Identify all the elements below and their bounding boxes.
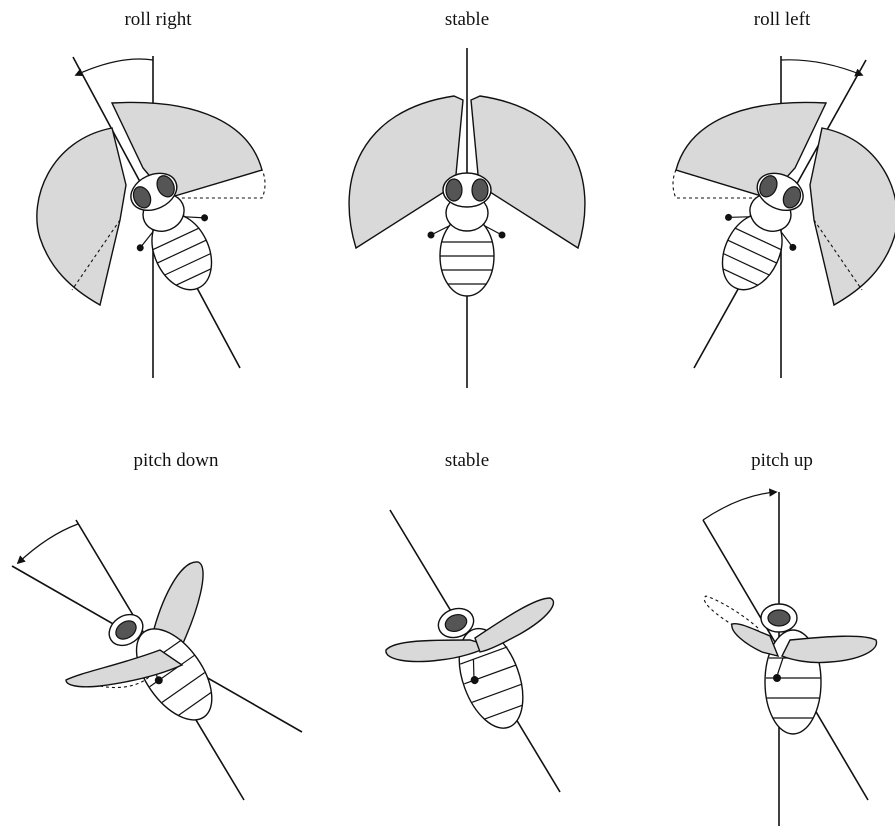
- rotation-arrow: [18, 524, 78, 563]
- rotation-arrow: [703, 492, 776, 520]
- rotation-arrow: [76, 59, 153, 75]
- panel-roll-right: [37, 56, 265, 378]
- panel-pitch-up: [703, 492, 877, 826]
- insect: [761, 604, 821, 734]
- panel-stable-bottom: [386, 510, 560, 792]
- panel-pitch-down: [12, 520, 302, 800]
- panel-roll-left: [673, 56, 895, 378]
- right-wing: [112, 102, 262, 198]
- right-wing: [471, 96, 585, 248]
- right-wing: [810, 128, 895, 305]
- rotation-arrow: [781, 60, 862, 75]
- left-wing: [37, 128, 126, 305]
- rear-wing: [475, 598, 553, 652]
- left-wing: [349, 96, 463, 248]
- rear-wing: [782, 636, 877, 662]
- panel-stable-top: [349, 48, 585, 388]
- left-wing: [676, 102, 826, 198]
